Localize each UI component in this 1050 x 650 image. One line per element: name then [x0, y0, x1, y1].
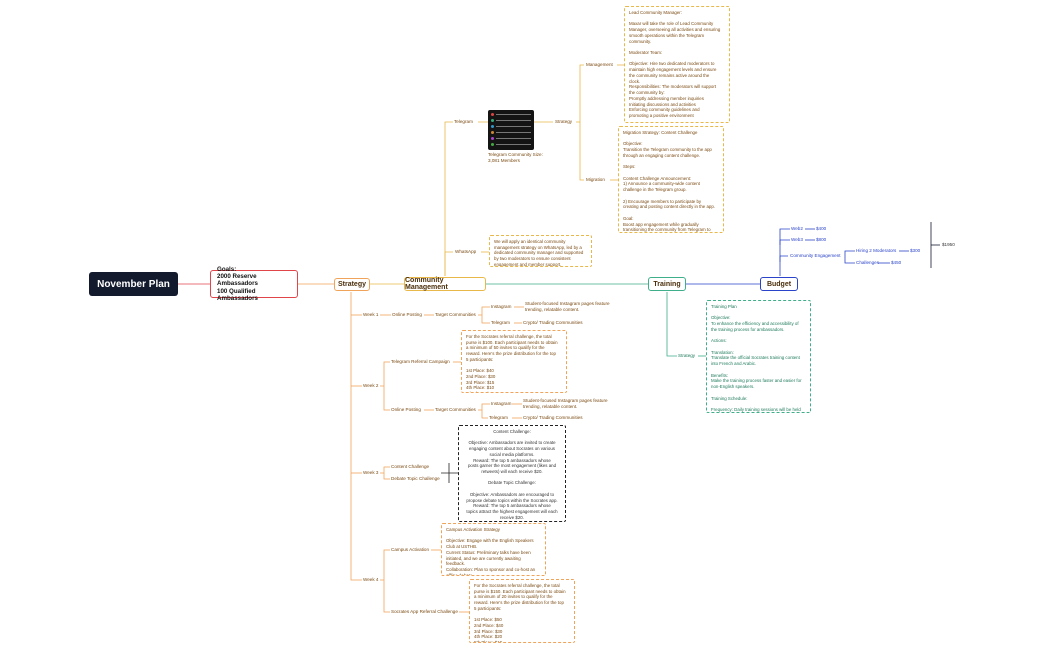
strategy-branch-node[interactable]: Strategy [334, 278, 370, 291]
week-2-instagram-desc: Student-focused Instagram pages feature … [523, 398, 608, 409]
week-2-telegram-referral[interactable]: Telegram Referral Campaign [391, 359, 450, 364]
goals-line-1: 2000 Reserve Ambassadors [217, 273, 258, 288]
budget-challenges[interactable]: Challenges [856, 260, 879, 265]
week-4-referral-box: For the Socrates referral challenge, the… [469, 579, 575, 643]
week-2-instagram[interactable]: Instagram [491, 401, 512, 406]
week-4-campus-box: Campus Activation Strategy Objective: En… [441, 523, 546, 576]
community-management-label: Community Management [405, 277, 448, 291]
goals-line-2: 100 Qualified Ambassadors [217, 287, 258, 302]
week-2-online-posting[interactable]: Online Posting [391, 407, 421, 412]
training-label: Training [653, 280, 681, 288]
telegram-strategy-node[interactable]: Strategy [555, 119, 573, 124]
week-1-instagram[interactable]: Instagram [491, 304, 512, 309]
week-1-online-posting[interactable]: Online Posting [392, 312, 422, 317]
week-1-telegram-desc: Crypto/ Trading Communities [523, 320, 583, 325]
week-1-target-communities[interactable]: Target Communities [435, 312, 476, 317]
week-2-target-communities[interactable]: Target Communities [435, 407, 476, 412]
budget-web2-value: $400 [816, 226, 827, 231]
telegram-migration-node[interactable]: Migration [586, 177, 605, 182]
goals-title: Goals: [217, 266, 237, 274]
community-telegram-node[interactable]: Telegram [454, 119, 473, 124]
budget-hiring-moderators[interactable]: Hiring 2 Moderators [856, 248, 897, 253]
budget-total: $1950 [942, 242, 955, 247]
budget-web2[interactable]: Web2 [791, 226, 803, 231]
budget-community-engagement[interactable]: Community Engagement [790, 253, 841, 258]
training-strategy-node[interactable]: Strategy [678, 353, 696, 358]
training-node[interactable]: Training [648, 277, 686, 291]
week-3-node[interactable]: Week 3 [363, 470, 379, 475]
week-3-debate-challenge[interactable]: Debate Topic Challenge [391, 476, 440, 481]
week-1-node[interactable]: Week 1 [363, 312, 379, 317]
root-title: November Plan [97, 278, 170, 290]
root-node-november-plan[interactable]: November Plan [89, 272, 178, 296]
budget-hiring-value: $300 [910, 248, 921, 253]
management-detail-box: Lead Community Manager: Maxar will take … [624, 6, 730, 123]
week-3-challenges-box: Content Challenge: Objective: Ambassador… [458, 425, 566, 522]
week-4-campus-activation[interactable]: Campus Activation [391, 547, 430, 552]
week-4-app-referral[interactable]: Socrates App Referral Challenge [391, 609, 458, 614]
telegram-community-size: Telegram Community Size: 3,081 Members [488, 152, 543, 163]
telegram-management-node[interactable]: Management [586, 62, 613, 67]
strategy-branch-label: Strategy [337, 281, 366, 288]
whatsapp-detail-box: We will apply an identical community man… [489, 235, 592, 267]
community-management-node[interactable]: Community Management [404, 277, 486, 291]
week-1-telegram[interactable]: Telegram [491, 320, 510, 325]
migration-detail-box: Migration Strategy: Content Challenge Ob… [618, 126, 724, 233]
week-2-referral-box: For the Socrates referral challenge, the… [461, 330, 567, 393]
budget-label: Budget [766, 280, 792, 288]
budget-web3-value: $800 [816, 237, 827, 242]
week-2-telegram-desc: Crypto/ Trading Communities [523, 415, 583, 420]
goals-node[interactable]: Goals: 2000 Reserve Ambassadors 100 Qual… [210, 266, 298, 302]
budget-node[interactable]: Budget [760, 277, 798, 291]
training-plan-box: Training Plan Objective: To enhance the … [706, 300, 811, 413]
week-2-node[interactable]: Week 2 [363, 383, 379, 388]
week-2-telegram[interactable]: Telegram [489, 415, 508, 420]
budget-challenges-value: $450 [891, 260, 902, 265]
week-1-instagram-desc: Student-focused Instagram pages feature … [525, 301, 610, 312]
budget-web3[interactable]: Web3 [791, 237, 803, 242]
telegram-screenshot-image [488, 110, 534, 150]
week-4-node[interactable]: Week 4 [363, 577, 379, 582]
community-whatsapp-node[interactable]: WhatsApp [455, 249, 477, 254]
week-3-content-challenge[interactable]: Content Challenge [391, 464, 430, 469]
